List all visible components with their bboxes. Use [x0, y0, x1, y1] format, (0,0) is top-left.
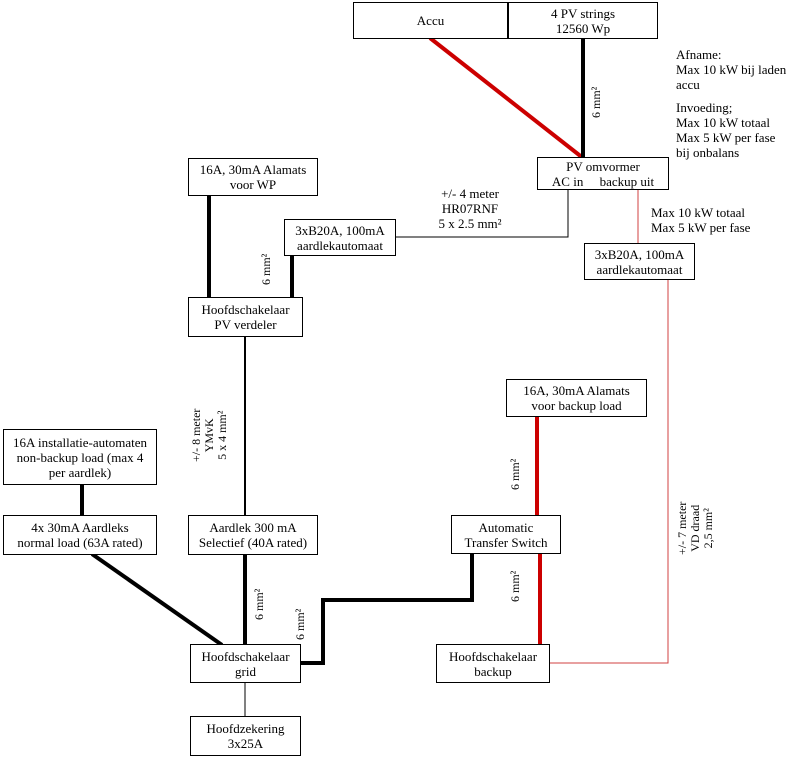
wire-inverter-rcbo-left: [396, 189, 569, 238]
wire-rcd4x-grid: [90, 552, 224, 647]
cable-hr07-note: +/- 4 meter HR07RNF 5 x 2.5 mm²: [438, 186, 502, 231]
label-mm6-wp: 6 mm²: [259, 253, 273, 285]
main-grid-box: Hoofdschakelaar grid: [190, 644, 301, 683]
rcbo-left-box: 3xB20A, 100mA aardlekautomaat: [284, 219, 396, 256]
wire-rcbo-right-backup: [550, 280, 669, 664]
main-pv-box: Hoofdschakelaar PV verdeler: [188, 297, 303, 337]
label-mm6-alamat-backup: 6 mm²: [508, 458, 522, 490]
label-mm6-grid-ats: 6 mm²: [293, 608, 307, 640]
label-mm6-rcd300: 6 mm²: [252, 588, 266, 620]
rcd-300-box: Aardlek 300 mA Selectief (40A rated): [188, 515, 318, 555]
alamat-backup-box: 16A, 30mA Alamats voor backup load: [506, 379, 647, 417]
rcbo-right-box: 3xB20A, 100mA aardlekautomaat: [584, 243, 695, 280]
ats-box: Automatic Transfer Switch: [451, 515, 561, 554]
pv-inverter-box: PV omvormer AC in backup uit: [537, 157, 669, 190]
main-backup-box: Hoofdschakelaar backup: [436, 644, 550, 683]
alamat-wp-box: 16A, 30mA Alamats voor WP: [188, 158, 318, 196]
right-limit-note: Max 10 kW totaal Max 5 kW per fase: [651, 205, 751, 235]
label-mm6-pv: 6 mm²: [589, 86, 603, 118]
label-vd-draad: +/- 7 meter VD draad 2,5 mm²: [675, 501, 715, 555]
afname-note: Afname: Max 10 kW bij laden accu Invoedi…: [676, 47, 787, 160]
wire-grid-ats: [300, 553, 474, 665]
accu-box: Accu: [353, 2, 508, 39]
wire-accu-inverter: [428, 36, 585, 160]
pv-strings-box: 4 PV strings 12560 Wp: [508, 2, 658, 39]
label-ymvk: +/- 8 meter YMvK 5 x 4 mm²: [189, 408, 229, 462]
label-mm6-ats-down: 6 mm²: [508, 570, 522, 602]
main-fuse-box: Hoofdzekering 3x25A: [190, 716, 301, 756]
rcd-4x-box: 4x 30mA Aardleks normal load (63A rated): [3, 515, 157, 555]
install-16a-box: 16A installatie-automaten non-backup loa…: [3, 429, 157, 485]
